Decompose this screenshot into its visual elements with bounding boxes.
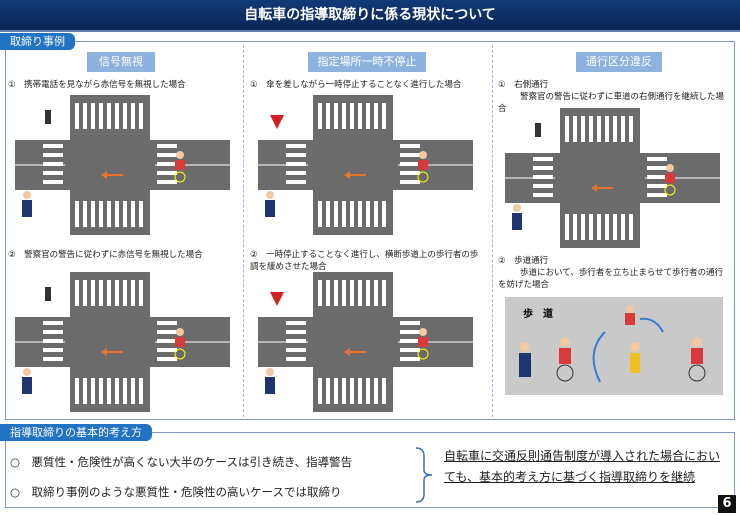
sidewalk-label: 歩 道	[523, 309, 553, 320]
case-caption: ② 一時停止することなく進行し、横断歩道上の歩行者の歩調を緩めさせた場合	[250, 250, 479, 272]
intersection-illustration	[15, 272, 230, 412]
cyclist-icon	[174, 151, 186, 183]
principle-item: ○ 悪質性・危険性が高くない大半のケースは引き続き、指導警告	[10, 455, 353, 469]
stop-sign-icon	[270, 292, 284, 306]
page-title: 自転車の指導取締りに係る現状について	[0, 0, 740, 32]
police-officer-icon	[512, 204, 522, 230]
police-officer-icon	[22, 191, 32, 217]
principles-frame	[5, 432, 735, 508]
intersection-illustration	[258, 272, 473, 412]
heading-stop: 指定場所一時不停止	[308, 52, 426, 72]
section-tab-cases: 取締り事例	[0, 33, 75, 50]
case-caption: ① 傘を差しながら一時停止することなく進行した場合	[250, 80, 462, 90]
police-officer-icon	[265, 368, 275, 394]
column-divider	[492, 45, 493, 417]
sidewalk-illustration: 歩 道	[505, 297, 723, 395]
police-officer-icon	[265, 191, 275, 217]
cyclists-pedestrian-icon	[519, 305, 706, 383]
traffic-light-icon	[535, 123, 541, 137]
case-caption: ① 右側通行警察官の警告に従わずに車道の右側通行を継続した場合	[498, 80, 725, 114]
conclusion-text: 自転車に交通反則通告制度が導入された場合においても、基本的考え方に基づく指導取締…	[444, 449, 721, 484]
heading-lane: 通行区分違反	[576, 52, 662, 72]
cyclist-icon	[664, 164, 676, 196]
column-divider	[243, 45, 244, 417]
brace-icon	[415, 447, 433, 503]
cases-frame	[5, 41, 735, 420]
cyclist-icon	[174, 328, 186, 360]
section-tab-principles: 指導取締りの基本的考え方	[0, 424, 152, 441]
heading-signal: 信号無視	[87, 52, 155, 72]
arrow-left-icon	[101, 348, 123, 356]
page-number: 6	[718, 495, 736, 513]
intersection-illustration	[258, 95, 473, 235]
arrow-left-icon	[591, 184, 613, 192]
case-caption: ② 歩道通行歩道において、歩行者を立ち止まらせて歩行者の通行を妨げた場合	[498, 256, 724, 290]
principle-item: ○ 取締り事例のような悪質性・危険性の高いケースでは取締り	[10, 485, 342, 499]
intersection-illustration	[505, 108, 720, 248]
arrow-left-icon	[344, 348, 366, 356]
case-caption: ② 警察官の警告に従わずに赤信号を無視した場合	[8, 250, 203, 260]
cyclist-icon	[417, 151, 429, 183]
stop-sign-icon	[270, 115, 284, 129]
police-officer-icon	[22, 368, 32, 394]
case-caption: ① 携帯電話を見ながら赤信号を無視した場合	[8, 80, 186, 90]
cyclist-icon	[417, 328, 429, 360]
arrow-left-icon	[344, 171, 366, 179]
traffic-light-icon	[45, 287, 51, 301]
intersection-illustration	[15, 95, 230, 235]
traffic-light-icon	[45, 110, 51, 124]
arrow-left-icon	[101, 171, 123, 179]
